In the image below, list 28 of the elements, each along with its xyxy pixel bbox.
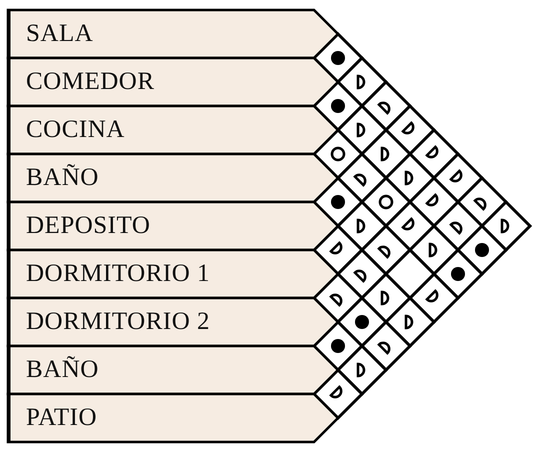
filled-dot-icon <box>329 97 347 115</box>
room-label-box <box>8 106 338 154</box>
room-name: PATIO <box>26 404 98 432</box>
filled-dot-icon <box>449 265 467 283</box>
ring-icon <box>377 193 395 211</box>
room-name: DEPOSITO <box>26 212 150 240</box>
room-label-box <box>8 250 338 298</box>
room-label-box <box>8 394 338 442</box>
room-label-box <box>8 346 338 394</box>
room-name: DORMITORIO 1 <box>26 260 210 288</box>
room-label-box <box>8 10 338 58</box>
room-label-box <box>8 58 338 106</box>
room-name: COCINA <box>26 116 125 144</box>
room-name: BAÑO <box>26 356 99 384</box>
filled-dot-icon <box>473 241 491 259</box>
room-label-box <box>8 202 338 250</box>
ring-icon <box>329 145 347 163</box>
filled-dot-icon <box>329 193 347 211</box>
filled-dot-icon <box>329 337 347 355</box>
room-label-box <box>8 298 338 346</box>
empty-cell <box>386 250 434 298</box>
room-name: DORMITORIO 2 <box>26 308 210 336</box>
filled-dot-icon <box>353 313 371 331</box>
filled-dot-icon <box>329 49 347 67</box>
room-name: BAÑO <box>26 164 99 192</box>
room-name: COMEDOR <box>26 68 155 96</box>
room-name: SALA <box>26 20 94 48</box>
room-label-box <box>8 154 338 202</box>
